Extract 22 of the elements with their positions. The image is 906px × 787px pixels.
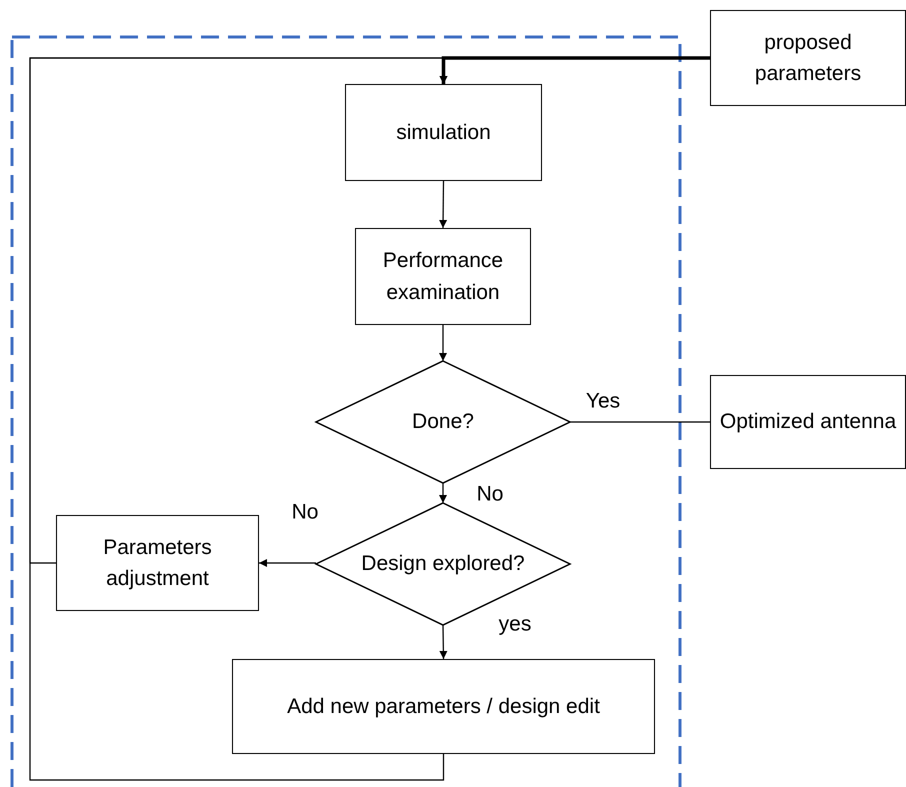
box-text: Performance examination	[382, 248, 504, 306]
arrow	[439, 483, 447, 503]
arrow	[259, 559, 316, 567]
connector-line	[570, 421, 710, 423]
arrow	[439, 325, 447, 361]
box-text: simulation	[395, 120, 492, 146]
decision-text: Done?	[411, 409, 475, 436]
arrow	[29, 57, 448, 781]
process-box	[710, 10, 906, 106]
arrow	[439, 181, 448, 228]
process-box	[710, 375, 906, 469]
decision-text: Design explored?	[360, 551, 526, 578]
process-box	[232, 659, 655, 754]
arrow	[440, 56, 710, 84]
box-text: Parameters adjustment	[102, 534, 213, 592]
arrow	[439, 625, 448, 659]
box-text: Optimized antenna	[718, 409, 898, 436]
process-box	[355, 228, 531, 325]
box-text: Add new parameters / design edit	[286, 694, 601, 720]
process-box	[56, 515, 259, 611]
process-box	[345, 84, 542, 181]
box-text: proposed parameters	[754, 30, 862, 87]
